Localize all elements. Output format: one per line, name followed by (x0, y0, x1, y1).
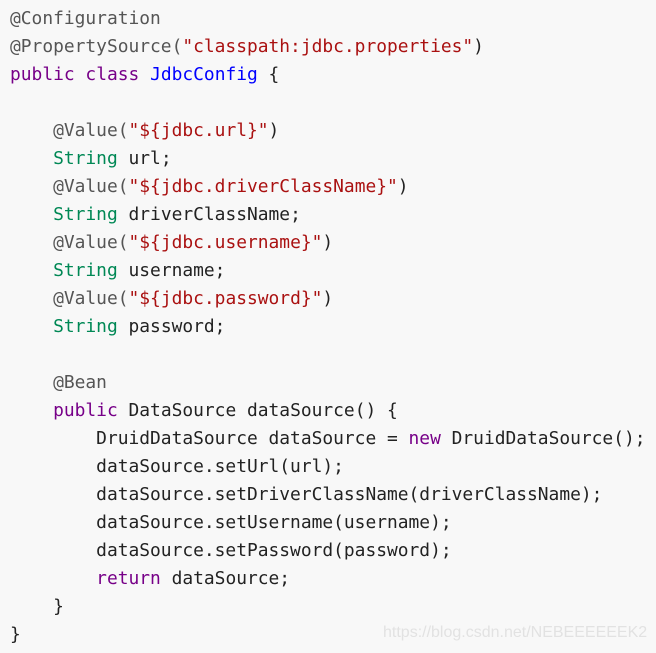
code-token-keyword: return (96, 568, 161, 589)
code-token-plain: dataSource.setDriverClassName(driverClas… (10, 484, 603, 505)
code-token-plain: DruidDataSource dataSource = (10, 428, 409, 449)
code-line: String driverClassName; (10, 201, 646, 229)
code-token-plain (139, 64, 150, 85)
watermark: https://blog.csdn.net/NEBEEEEEEK2 (383, 624, 648, 641)
code-line (10, 341, 646, 369)
code-token-keyword: class (85, 64, 140, 85)
code-line (10, 89, 646, 117)
code-line: String url; (10, 145, 646, 173)
code-line: return dataSource; (10, 565, 646, 593)
code-block: @Configuration @PropertySource("classpath… (10, 5, 646, 649)
code-token-plain: dataSource.setPassword(password); (10, 540, 452, 561)
code-token-plain: ) (322, 232, 334, 253)
code-token-plain: username; (117, 260, 226, 281)
code-token-annotation: @Configuration (10, 8, 161, 29)
code-line: String username; (10, 257, 646, 285)
code-token-plain (10, 316, 53, 337)
code-token-string: "${jdbc.username}" (128, 232, 323, 253)
code-token-plain (10, 288, 53, 309)
code-token-annotation: @Value( (53, 120, 129, 141)
code-token-annotation: @Value( (53, 288, 129, 309)
code-token-plain: } (10, 624, 21, 645)
code-line: dataSource.setDriverClassName(driverClas… (10, 481, 646, 509)
code-line: @Value("${jdbc.url}") (10, 117, 646, 145)
code-line: } (10, 593, 646, 621)
code-token-keyword: public (10, 64, 75, 85)
code-line: @Bean (10, 369, 646, 397)
code-token-plain: driverClassName; (117, 204, 301, 225)
code-token-plain: dataSource.setUrl(url); (10, 456, 344, 477)
code-line: @Value("${jdbc.username}") (10, 229, 646, 257)
code-token-plain: DataSource dataSource() { (117, 400, 398, 421)
code-token-classname: JdbcConfig (150, 64, 258, 85)
code-token-string: "${jdbc.url}" (128, 120, 269, 141)
code-token-string: "${jdbc.driverClassName}" (128, 176, 398, 197)
code-line: @Value("${jdbc.password}") (10, 285, 646, 313)
code-token-annotation: @PropertySource( (10, 36, 183, 57)
code-token-type: String (53, 148, 118, 169)
code-line: dataSource.setPassword(password); (10, 537, 646, 565)
code-line: dataSource.setUsername(username); (10, 509, 646, 537)
code-token-keyword: new (408, 428, 441, 449)
code-line: @PropertySource("classpath:jdbc.properti… (10, 33, 646, 61)
code-token-plain: ) (268, 120, 280, 141)
code-line: public class JdbcConfig { (10, 61, 646, 89)
code-line: DruidDataSource dataSource = new DruidDa… (10, 425, 646, 453)
code-token-plain: url; (117, 148, 172, 169)
code-line: public DataSource dataSource() { (10, 397, 646, 425)
code-token-plain: DruidDataSource(); (440, 428, 646, 449)
code-token-plain (10, 120, 53, 141)
code-token-plain (10, 148, 53, 169)
code-token-plain: ) (322, 288, 334, 309)
code-token-plain (10, 372, 53, 393)
code-token-plain: password; (117, 316, 226, 337)
code-line: } (10, 621, 646, 649)
code-token-annotation: @Value( (53, 176, 129, 197)
code-token-plain (10, 400, 53, 421)
code-line: @Configuration (10, 5, 646, 33)
code-token-plain (10, 232, 53, 253)
code-token-plain: { (257, 64, 280, 85)
code-token-plain: ) (397, 176, 409, 197)
code-line: dataSource.setUrl(url); (10, 453, 646, 481)
code-token-plain: ) (473, 36, 484, 57)
code-token-plain: dataSource; (160, 568, 291, 589)
code-token-plain (75, 64, 86, 85)
code-token-plain (10, 568, 96, 589)
code-token-plain (10, 260, 53, 281)
code-token-keyword: public (53, 400, 118, 421)
code-token-annotation: @Bean (53, 372, 107, 393)
code-token-plain: dataSource.setUsername(username); (10, 512, 452, 533)
code-token-type: String (53, 260, 118, 281)
code-token-type: String (53, 316, 118, 337)
code-token-plain (10, 204, 53, 225)
code-token-annotation: @Value( (53, 232, 129, 253)
code-token-plain (10, 176, 53, 197)
code-token-string: "${jdbc.password}" (128, 288, 323, 309)
code-token-plain: } (10, 596, 64, 617)
code-line: @Value("${jdbc.driverClassName}") (10, 173, 646, 201)
code-token-type: String (53, 204, 118, 225)
code-token-string: "classpath:jdbc.properties" (182, 36, 474, 57)
code-line: String password; (10, 313, 646, 341)
